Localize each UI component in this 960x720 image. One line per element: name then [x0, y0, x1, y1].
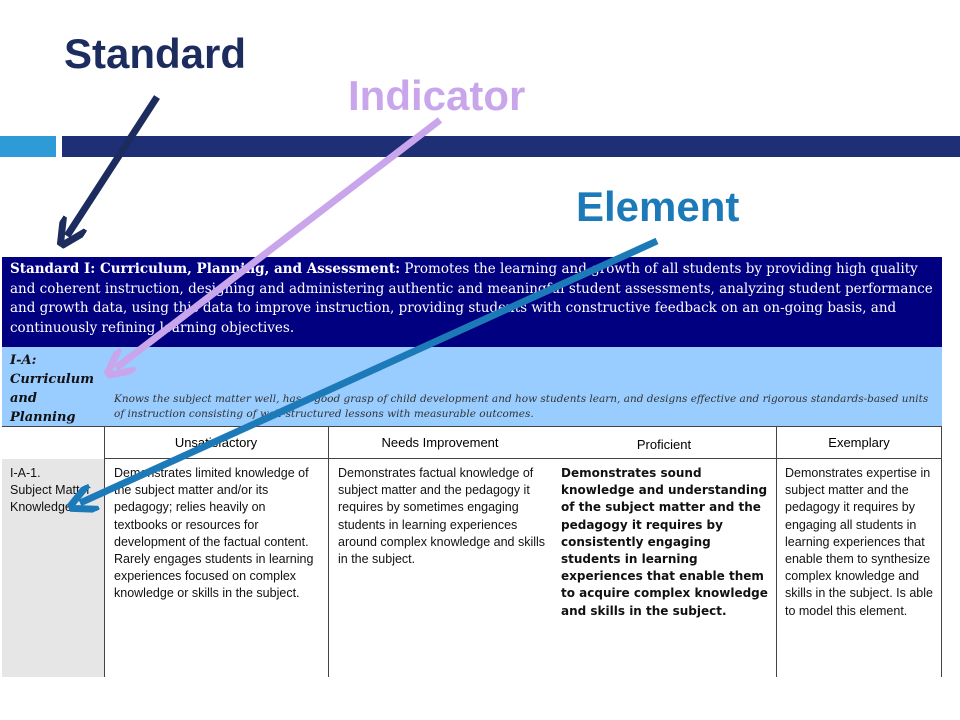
grid-line: [104, 458, 942, 459]
grid-line: [941, 426, 942, 677]
element-column-background: [2, 426, 104, 677]
column-header-unsatisfactory: Unsatisfactory: [174, 435, 258, 450]
cell-needs-improvement: Demonstrates factual knowledge of subjec…: [338, 466, 546, 567]
column-header-proficient: Proficient: [636, 437, 692, 452]
grid-line: [328, 426, 329, 677]
accent-bar-left: [0, 136, 56, 157]
accent-bar-right: [62, 136, 960, 157]
standard-arrow: [67, 95, 160, 236]
grid-line: [2, 426, 942, 427]
column-header-needs-improvement: Needs Improvement: [381, 435, 499, 450]
cell-exemplary: Demonstrates expertise in subject matter…: [785, 466, 933, 618]
cell-unsatisfactory: Demonstrates limited knowledge of the su…: [114, 466, 314, 601]
rubric-table: Standard I: Curriculum, Planning, and As…: [2, 257, 942, 677]
grid-line: [104, 426, 105, 677]
grid-line: [776, 426, 777, 677]
element-label: Element: [576, 183, 740, 230]
indicator-label: Indicator: [348, 72, 526, 119]
cell-proficient: Demonstrates sound knowledge and underst…: [561, 466, 768, 618]
element-code: I-A-1. Subject Matter Knowledge: [10, 466, 91, 515]
standard-label: Standard: [64, 30, 247, 77]
standard-title: Standard I: Curriculum, Planning, and As…: [10, 261, 401, 277]
indicator-code: I-A: Curriculum and Planning: [10, 353, 94, 425]
indicator-description: Knows the subject matter well, has a goo…: [114, 393, 929, 420]
standard-header: Standard I: Curriculum, Planning, and As…: [2, 257, 942, 347]
column-header-exemplary: Exemplary: [828, 435, 890, 450]
indicator-row: I-A: Curriculum and Planning Knows the s…: [2, 347, 942, 426]
column-header-row: Unsatisfactory Needs Improvement Profici…: [2, 426, 942, 459]
